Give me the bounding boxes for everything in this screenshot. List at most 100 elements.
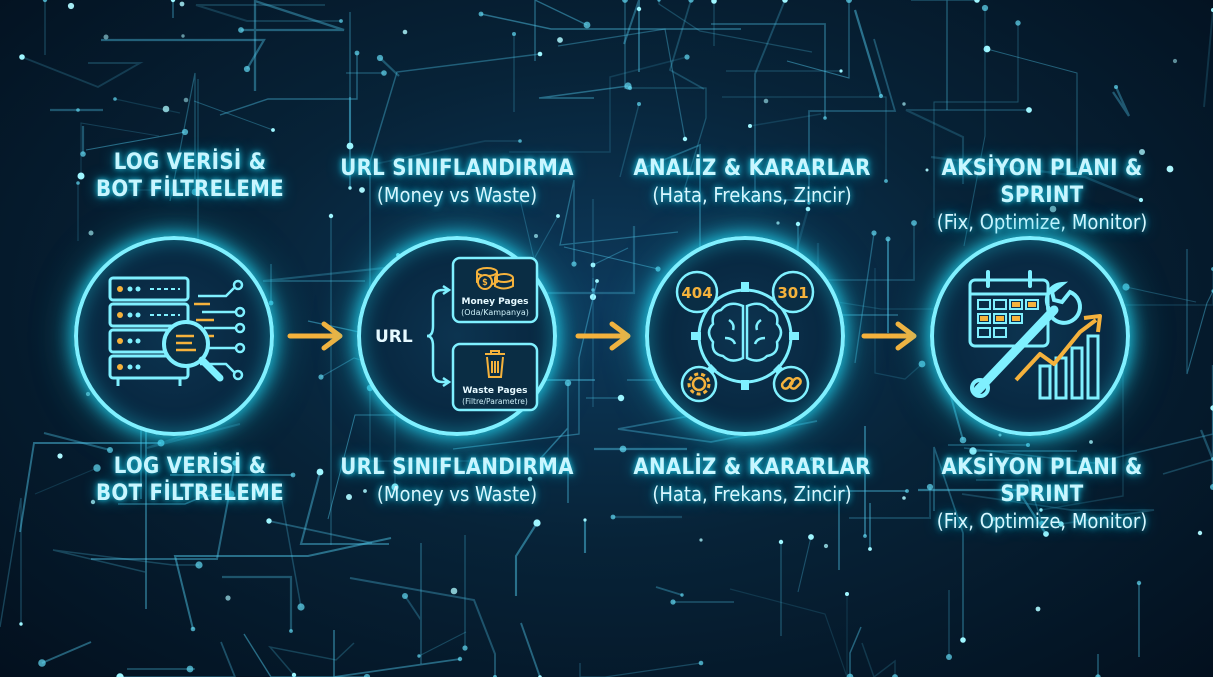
circuit-node — [589, 293, 597, 301]
circuit-trace — [0, 497, 22, 628]
circuit-trace — [41, 641, 92, 664]
circuit-trace — [854, 232, 875, 364]
circuit-node — [346, 142, 354, 150]
circuit-trace — [118, 493, 232, 505]
circuit-trace — [911, 0, 977, 110]
circuit-trace — [853, 9, 883, 97]
glow-dot — [88, 230, 94, 236]
money-pages-subtitle: (Oda/Kampanya) — [461, 308, 529, 317]
circuit-node — [624, 82, 632, 90]
circuit-trace — [21, 56, 144, 89]
svg-text:$: $ — [482, 278, 488, 288]
circuit-node — [1039, 520, 1045, 526]
circuit-node — [348, 186, 352, 190]
circuit-node — [271, 128, 275, 132]
arrow-right-icon — [861, 321, 917, 351]
glow-dot — [902, 102, 906, 106]
step4-title-top-line1: AKSİYON PLANI & SPRINT — [941, 156, 1143, 208]
step1-circle — [74, 236, 274, 436]
step3-title-bottom-line1: ANALİZ & KARARLAR — [633, 455, 871, 480]
circuit-trace — [643, 143, 701, 256]
glow-dot — [90, 499, 96, 505]
circuit-trace — [299, 471, 389, 546]
step2-circle: URL $ Money Pages (Oda/Kampanya) Waste P… — [357, 236, 557, 436]
glow-dot — [67, 2, 75, 10]
circuit-node — [1039, 508, 1043, 512]
circuit-trace — [749, 113, 822, 127]
circuit-node — [1058, 521, 1064, 527]
circuit-node — [590, 262, 596, 268]
circuit-trace — [1186, 249, 1213, 375]
money-pages-title: Money Pages — [462, 297, 529, 307]
circuit-node — [845, 592, 849, 596]
circuit-trace — [333, 630, 461, 677]
circuit-trace — [668, 0, 705, 90]
circuit-trace — [874, 268, 923, 380]
circuit-node — [190, 626, 196, 632]
circuit-node — [655, 266, 661, 272]
circuit-node — [583, 21, 591, 29]
circuit-node — [113, 188, 117, 192]
circuit-node — [1136, 580, 1142, 586]
circuit-node — [556, 214, 560, 218]
glow-dot — [1166, 165, 1174, 173]
circuit-node — [871, 230, 877, 236]
circuit-trace — [630, 87, 707, 201]
circuit-trace — [905, 108, 1029, 184]
circuit-trace — [658, 0, 813, 53]
circuit-node — [376, 54, 384, 62]
circuit-trace — [369, 388, 500, 462]
circuit-node — [591, 288, 595, 292]
circuit-node — [417, 654, 421, 658]
step3-title-top: ANALİZ & KARARLAR (Hata, Frekans, Zincir… — [612, 156, 892, 207]
circuit-trace — [85, 131, 186, 151]
circuit-trace — [1125, 286, 1197, 303]
circuit-node — [457, 656, 463, 662]
circuit-node — [1026, 443, 1030, 447]
circuit-node — [905, 489, 909, 493]
circuit-node — [1095, 674, 1101, 677]
circuit-node — [381, 70, 387, 76]
circuit-trace — [1203, 9, 1213, 108]
circuit-node — [969, 447, 977, 455]
circuit-node — [1122, 283, 1130, 291]
circuit-node — [339, 19, 343, 23]
circuit-trace — [369, 53, 541, 293]
circuit-node — [1015, 20, 1021, 26]
glow-dot — [925, 168, 929, 172]
circuit-node — [688, 0, 694, 3]
circuit-node — [682, 136, 688, 142]
circuit-node — [868, 547, 872, 551]
circuit-trace — [655, 586, 683, 596]
circuit-trace — [861, 642, 896, 677]
circuit-node — [170, 0, 176, 3]
circuit-node — [354, 50, 360, 56]
step3-title-bottom-line2: (Hata, Frekans, Zincir) — [652, 481, 852, 506]
circuit-node — [863, 534, 867, 538]
circuit-node — [318, 374, 324, 380]
money-pages-card — [451, 256, 539, 324]
step2-title-top-line2: (Money vs Waste) — [376, 182, 538, 207]
circuit-trace — [729, 588, 848, 677]
circuit-node — [622, 0, 628, 3]
circuit-trace — [80, 122, 160, 176]
glow-dot — [763, 98, 769, 104]
circuit-trace — [374, 140, 520, 165]
circuit-trace — [169, 72, 196, 202]
circuit-node — [76, 108, 80, 112]
circuit-node — [846, 673, 854, 677]
circuit-node — [778, 539, 784, 545]
circuit-trace — [711, 23, 826, 118]
circuit-node — [1043, 531, 1049, 537]
glow-dot — [1172, 58, 1178, 64]
circuit-trace — [623, 0, 640, 72]
circuit-trace — [34, 467, 98, 495]
trend-arrow-icon — [1014, 318, 1098, 382]
circuit-trace — [452, 280, 598, 450]
glow-dot — [776, 221, 780, 225]
circuit-node — [107, 447, 113, 453]
coins-icon — [476, 267, 514, 290]
circuit-trace — [961, 493, 1155, 525]
circuit-trace — [1162, 458, 1213, 475]
